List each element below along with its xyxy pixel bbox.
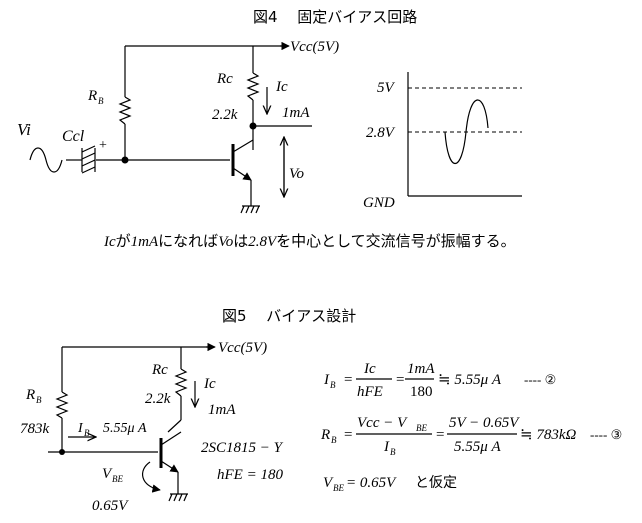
graph-label-5v: 5V — [377, 80, 396, 96]
fig5-equation-rb: R B = Vcc − V BE I B = 5V − 0.65V 5.55μ … — [320, 415, 622, 457]
fig4-rc-value: 2.2k — [212, 107, 238, 123]
eq-denominator: 180 — [410, 384, 433, 400]
caption-part: 2.8V — [248, 234, 278, 250]
eq-numerator: 5V − 0.65V — [449, 415, 520, 431]
eq-denominator: I — [383, 439, 390, 455]
fig4-ccl-label: Ccl — [62, 128, 85, 145]
fig5-vbe-sub: BE — [112, 474, 123, 484]
fig5-transistor-part: 2SC1815 − Y — [201, 440, 284, 456]
fig5-ib-label: I — [77, 421, 84, 436]
fig4-coupling-capacitor — [81, 145, 96, 174]
eq-result: ≒ 5.55μ A — [438, 372, 502, 388]
eq-numerator: 1mA — [407, 361, 435, 377]
fig4-junction-collector — [249, 122, 257, 130]
eq-numerator: Vcc − V — [357, 415, 408, 431]
fig4-rb-label: R — [87, 88, 97, 104]
graph-sine-wave — [444, 99, 489, 165]
fig4-plus-sign: + — [99, 138, 107, 153]
fig5-rc-resistor — [174, 368, 188, 397]
fig5-wires — [48, 346, 214, 453]
fig5-vbe-arrow — [142, 461, 161, 493]
eq-equals: = — [344, 427, 352, 443]
fig5-rb-sub: B — [36, 395, 42, 405]
eq-subscript: B — [331, 435, 337, 445]
caption-part: 1mA — [131, 234, 159, 250]
fig5-vbe-value: 0.65V — [92, 498, 129, 514]
eq-subscript: BE — [416, 423, 427, 433]
fig4-rc-label: Rc — [216, 71, 233, 87]
eq-numerator: Ic — [363, 361, 376, 377]
fig5-ic-value: 1mA — [208, 402, 236, 418]
eq-symbol: V — [323, 475, 334, 491]
eq-subscript: B — [390, 447, 396, 457]
fig5-transistor — [159, 431, 182, 494]
fig4-vcc-label: Vcc(5V) — [290, 39, 339, 55]
fig5-equation-ib: I B = Ic hFE = 1mA 180 ≒ 5.55μ A ---- ② — [323, 361, 556, 400]
fig4-vo-label: Vo — [289, 166, 305, 182]
fig5-ib-sub: B — [84, 428, 90, 438]
fig4-rb-sub: B — [98, 96, 104, 106]
eq-subscript: BE — [333, 483, 344, 493]
eq-result: ≒ 783kΩ — [520, 427, 576, 443]
fig5-junction-base — [59, 449, 65, 455]
eq-reference: ---- ③ — [590, 427, 622, 442]
caption-part: Ic — [103, 234, 116, 250]
fig5-ib-value: 5.55μ A — [103, 421, 147, 436]
figure-4: 図4 固定バイアス回路 R B Rc 2.2k Ic 1mA Vcc(5V) — [17, 8, 522, 250]
fig4-ic-value: 1mA — [282, 105, 310, 121]
fig5-ic-label: Ic — [203, 376, 216, 392]
eq-equals: = — [344, 372, 352, 388]
fig5-assumption: V BE = 0.65V と仮定 — [323, 475, 457, 493]
figure-5: 図5 バイアス設計 Vcc(5V) R B 783k Rc 2.2k Ic 1m… — [20, 307, 622, 514]
caption-part: は — [233, 232, 248, 250]
fig4-vi-label: Vi — [17, 120, 31, 139]
fig4-caption: Icが1mAになればVoは2.8Vを中心として交流信号が振幅する。 — [103, 232, 516, 250]
fig4-transistor — [231, 139, 254, 206]
fig5-vcc-label: Vcc(5V) — [218, 340, 267, 356]
eq-denominator: 5.55μ A — [454, 439, 502, 455]
fig4-title: 図4 固定バイアス回路 — [253, 8, 417, 26]
caption-part: になれば — [158, 232, 218, 250]
fig4-ground-icon — [240, 205, 260, 214]
fig4-rc-resistor — [246, 72, 260, 101]
eq-denominator: hFE — [357, 384, 383, 400]
eq-subscript: B — [330, 380, 336, 390]
eq-symbol: I — [323, 372, 330, 388]
graph-label-2.8v: 2.8V — [366, 125, 396, 141]
fig4-junction-base — [121, 156, 129, 164]
eq-equals: = — [436, 427, 444, 443]
fig5-rb-label: R — [25, 387, 35, 403]
eq-note: と仮定 — [415, 475, 457, 491]
fig5-vbe-label: V — [102, 466, 113, 482]
eq-symbol: R — [320, 427, 330, 443]
fig5-title: 図5 バイアス設計 — [222, 307, 356, 325]
graph-label-gnd: GND — [363, 195, 395, 211]
fig5-rc-value: 2.2k — [145, 391, 171, 407]
fig5-rb-value: 783k — [20, 421, 50, 437]
fig4-rb-resistor — [118, 96, 132, 125]
caption-part: を中心として交流信号が振幅する。 — [276, 232, 516, 250]
caption-part: Vo — [218, 234, 234, 250]
fig5-rc-label: Rc — [151, 362, 168, 378]
fig5-rb-resistor — [55, 391, 69, 419]
eq-value: = 0.65V — [346, 475, 397, 491]
eq-equals: = — [396, 372, 404, 388]
fig5-hfe-label: hFE = 180 — [217, 467, 283, 483]
fig4-ac-source-icon — [29, 147, 63, 173]
caption-part: が — [116, 232, 131, 250]
fig5-ground-icon — [168, 493, 188, 502]
fig4-ic-label: Ic — [275, 79, 288, 95]
eq-reference: ---- ② — [524, 372, 556, 387]
fig4-waveform-graph: 5V 2.8V GND — [363, 72, 522, 211]
